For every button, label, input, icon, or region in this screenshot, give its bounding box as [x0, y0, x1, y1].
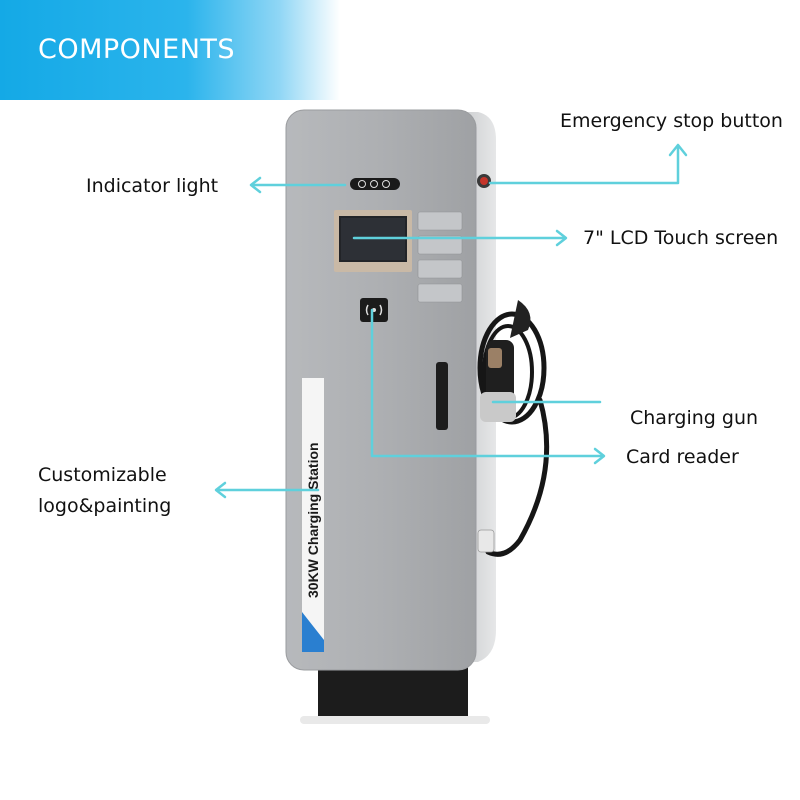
card-reader-label: Card reader [626, 446, 739, 468]
emergency-stop-icon [477, 174, 491, 188]
arrow-emergency-stop [488, 146, 680, 185]
pointer-arrows [214, 143, 688, 499]
emergency-stop-label: Emergency stop button [560, 110, 783, 132]
arrow-card-reader [370, 308, 605, 458]
instruction-panel-icon [417, 211, 463, 303]
banner-title: COMPONENTS [38, 34, 236, 65]
station-side-label: 30KW Charging Station [305, 442, 321, 598]
card-reader-icon [360, 298, 388, 322]
cable-port [477, 529, 495, 553]
indicator-light-label: Indicator light [86, 175, 219, 197]
charging-gun-label: Charging gun [630, 407, 759, 429]
station-base-shadow [300, 716, 490, 724]
logo-strip [302, 378, 324, 652]
custom-logo-label-line1: Customizable [38, 464, 167, 486]
lcd-screen-label: 7" LCD Touch screen [583, 227, 779, 249]
indicator-light-icon [350, 178, 400, 190]
custom-logo-label-line2: logo&painting [38, 495, 172, 517]
charging-gun-icon [480, 300, 531, 422]
door-handle [436, 362, 448, 430]
lcd-screen-icon [334, 210, 412, 272]
components-banner: COMPONENTS [0, 0, 340, 100]
